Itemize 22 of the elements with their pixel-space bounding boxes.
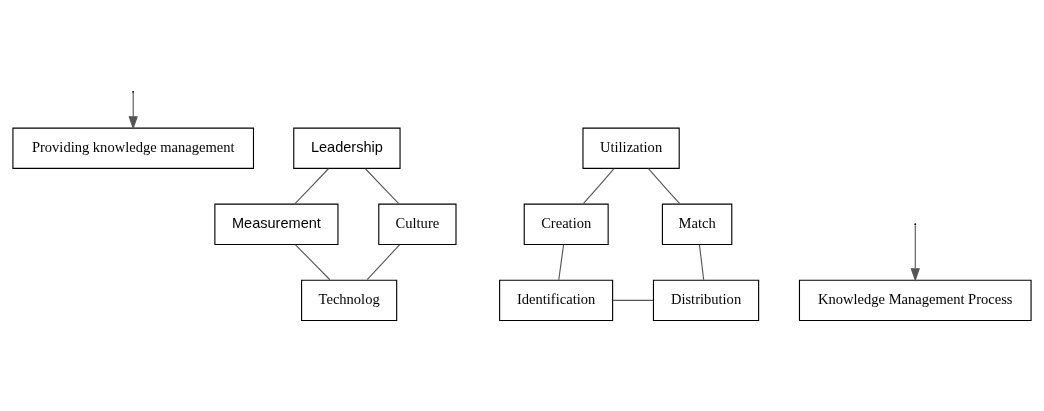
connector <box>582 167 615 204</box>
node-box: Identification <box>499 279 614 321</box>
node-box: Providing knowledge management <box>12 127 255 169</box>
connector <box>698 243 705 280</box>
node-box: Culture <box>378 203 457 245</box>
connector <box>294 243 331 280</box>
node-box: Utilization <box>582 127 680 169</box>
node-box: Creation <box>523 203 609 245</box>
connector <box>612 299 654 301</box>
node-box: Knowledge Management Process <box>798 279 1032 321</box>
connector <box>558 243 565 280</box>
node-box: Match <box>661 203 733 245</box>
connector <box>647 167 681 204</box>
node-box: Leadership <box>293 127 401 169</box>
arrow <box>910 224 920 282</box>
connector <box>364 167 400 204</box>
node-box: Technolog <box>301 279 398 321</box>
connector <box>294 167 329 204</box>
connector <box>366 243 400 280</box>
node-box: Measurement <box>214 203 339 245</box>
node-box: Distribution <box>652 279 760 321</box>
arrow <box>128 91 138 130</box>
